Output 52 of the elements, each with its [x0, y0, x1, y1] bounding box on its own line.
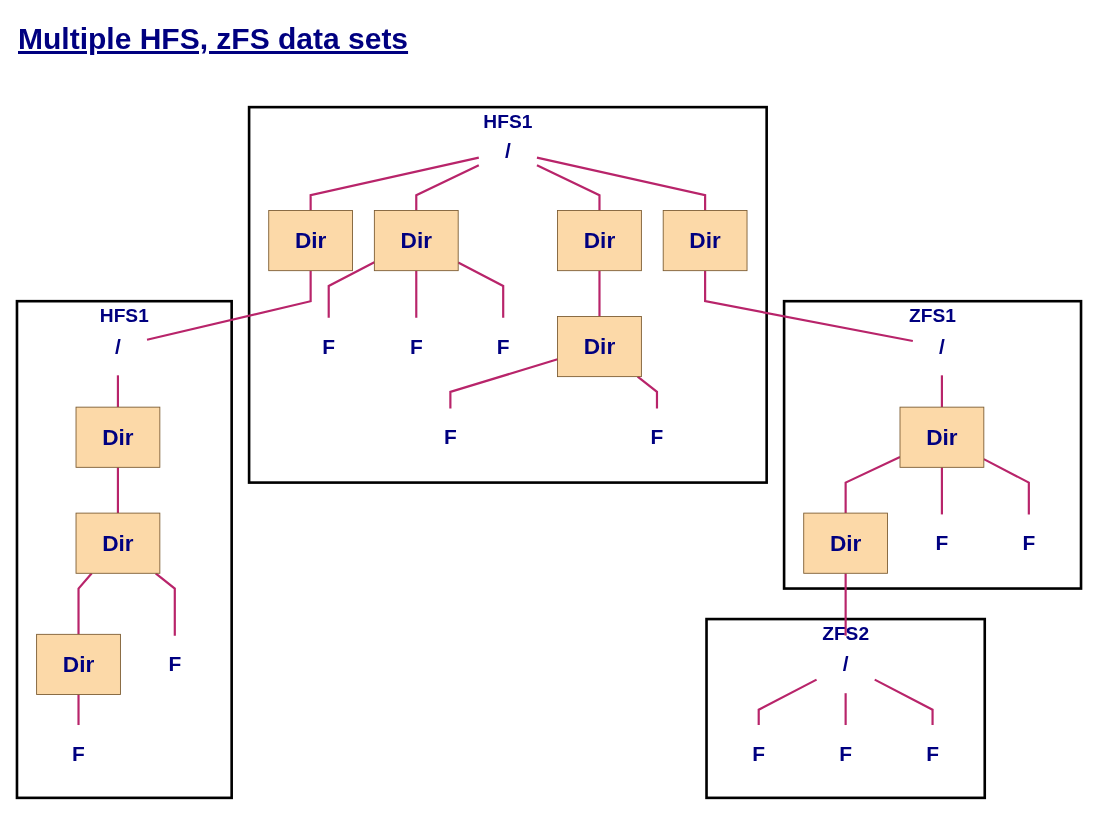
node-text: F [926, 741, 939, 766]
connector [77, 694, 80, 726]
connector [154, 572, 176, 636]
connector [327, 261, 375, 318]
node-text: F [1022, 530, 1036, 555]
connector [940, 467, 943, 515]
connector [874, 678, 934, 726]
connector [415, 270, 418, 318]
connector [844, 456, 901, 514]
node-text: F [168, 652, 182, 676]
connector [704, 270, 914, 343]
node-box: Dir [803, 512, 888, 574]
connector [77, 572, 93, 635]
node-box: Dir [662, 210, 748, 272]
node-text: / [939, 334, 945, 358]
node-text: / [504, 138, 511, 163]
node-text: F [839, 741, 853, 766]
node-text: F [935, 530, 949, 555]
node-text: F [322, 334, 336, 358]
connector [536, 164, 601, 211]
node-text: F [752, 741, 766, 766]
node-text: F [650, 425, 664, 449]
node-text: / [842, 652, 849, 676]
connector [449, 358, 558, 409]
node-box: Dir [557, 316, 642, 378]
connector [844, 693, 847, 726]
connector [940, 375, 943, 408]
node-box: Dir [36, 633, 121, 695]
connector [457, 261, 505, 318]
node-text: F [496, 334, 510, 358]
connector [146, 270, 312, 341]
connector [636, 375, 659, 409]
connector [598, 270, 601, 317]
connector [309, 156, 480, 211]
connector [757, 678, 818, 726]
connector [844, 573, 847, 636]
connector [116, 467, 120, 514]
node-box: Dir [268, 210, 353, 272]
node-box: Dir [373, 210, 459, 272]
diagram-title: Multiple HFS, zFS data sets [18, 22, 409, 56]
node-box: Dir [899, 406, 985, 468]
node-box: Dir [557, 210, 642, 272]
node-text: F [443, 425, 457, 449]
connector [116, 375, 120, 408]
node-text: F [409, 334, 423, 358]
node-text: / [115, 334, 121, 358]
node-text: F [72, 741, 85, 766]
node-box: Dir [75, 512, 161, 574]
connector [415, 164, 480, 211]
connector [983, 458, 1030, 515]
node-box: Dir [75, 406, 161, 468]
connector [536, 156, 707, 211]
